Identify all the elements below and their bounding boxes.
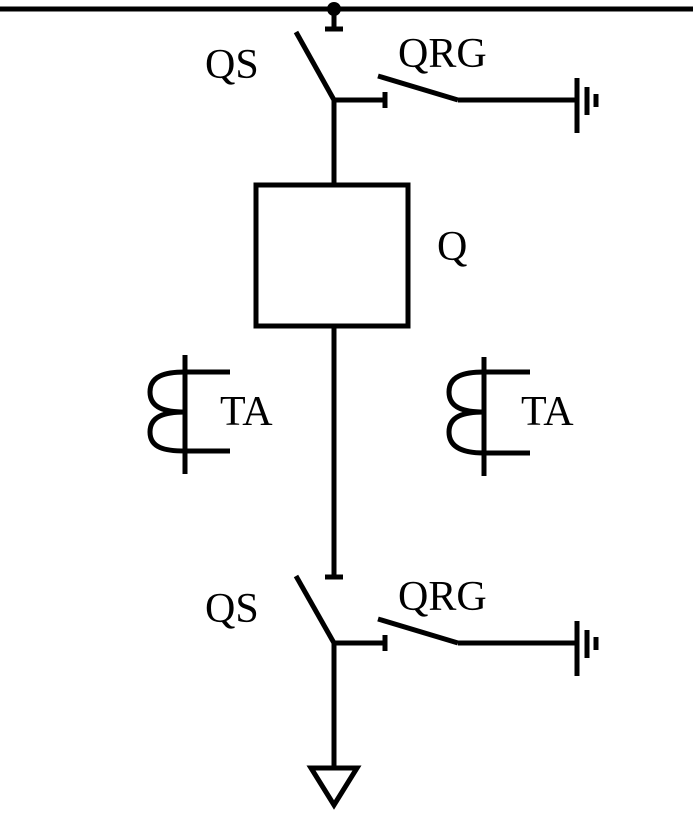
qs-top-label: QS bbox=[205, 42, 259, 88]
breaker-label: Q bbox=[437, 224, 467, 270]
qrg-top-label: QRG bbox=[398, 31, 487, 77]
disconnect-switch-bottom bbox=[293, 574, 388, 768]
qs-bottom-label: QS bbox=[205, 586, 259, 632]
ta-left-label: TA bbox=[220, 389, 273, 435]
earthing-switch-bottom bbox=[377, 616, 599, 676]
current-transformer-right bbox=[446, 357, 530, 476]
disconnect-switch-top bbox=[293, 30, 388, 185]
ta-right-label: TA bbox=[521, 389, 574, 435]
busbar bbox=[0, 2, 693, 32]
earthing-switch-top bbox=[377, 73, 599, 133]
current-transformer-left bbox=[147, 355, 230, 474]
qrg-bottom-label: QRG bbox=[398, 574, 487, 620]
cable-outlet-triangle bbox=[306, 765, 362, 810]
circuit-breaker bbox=[253, 182, 411, 329]
